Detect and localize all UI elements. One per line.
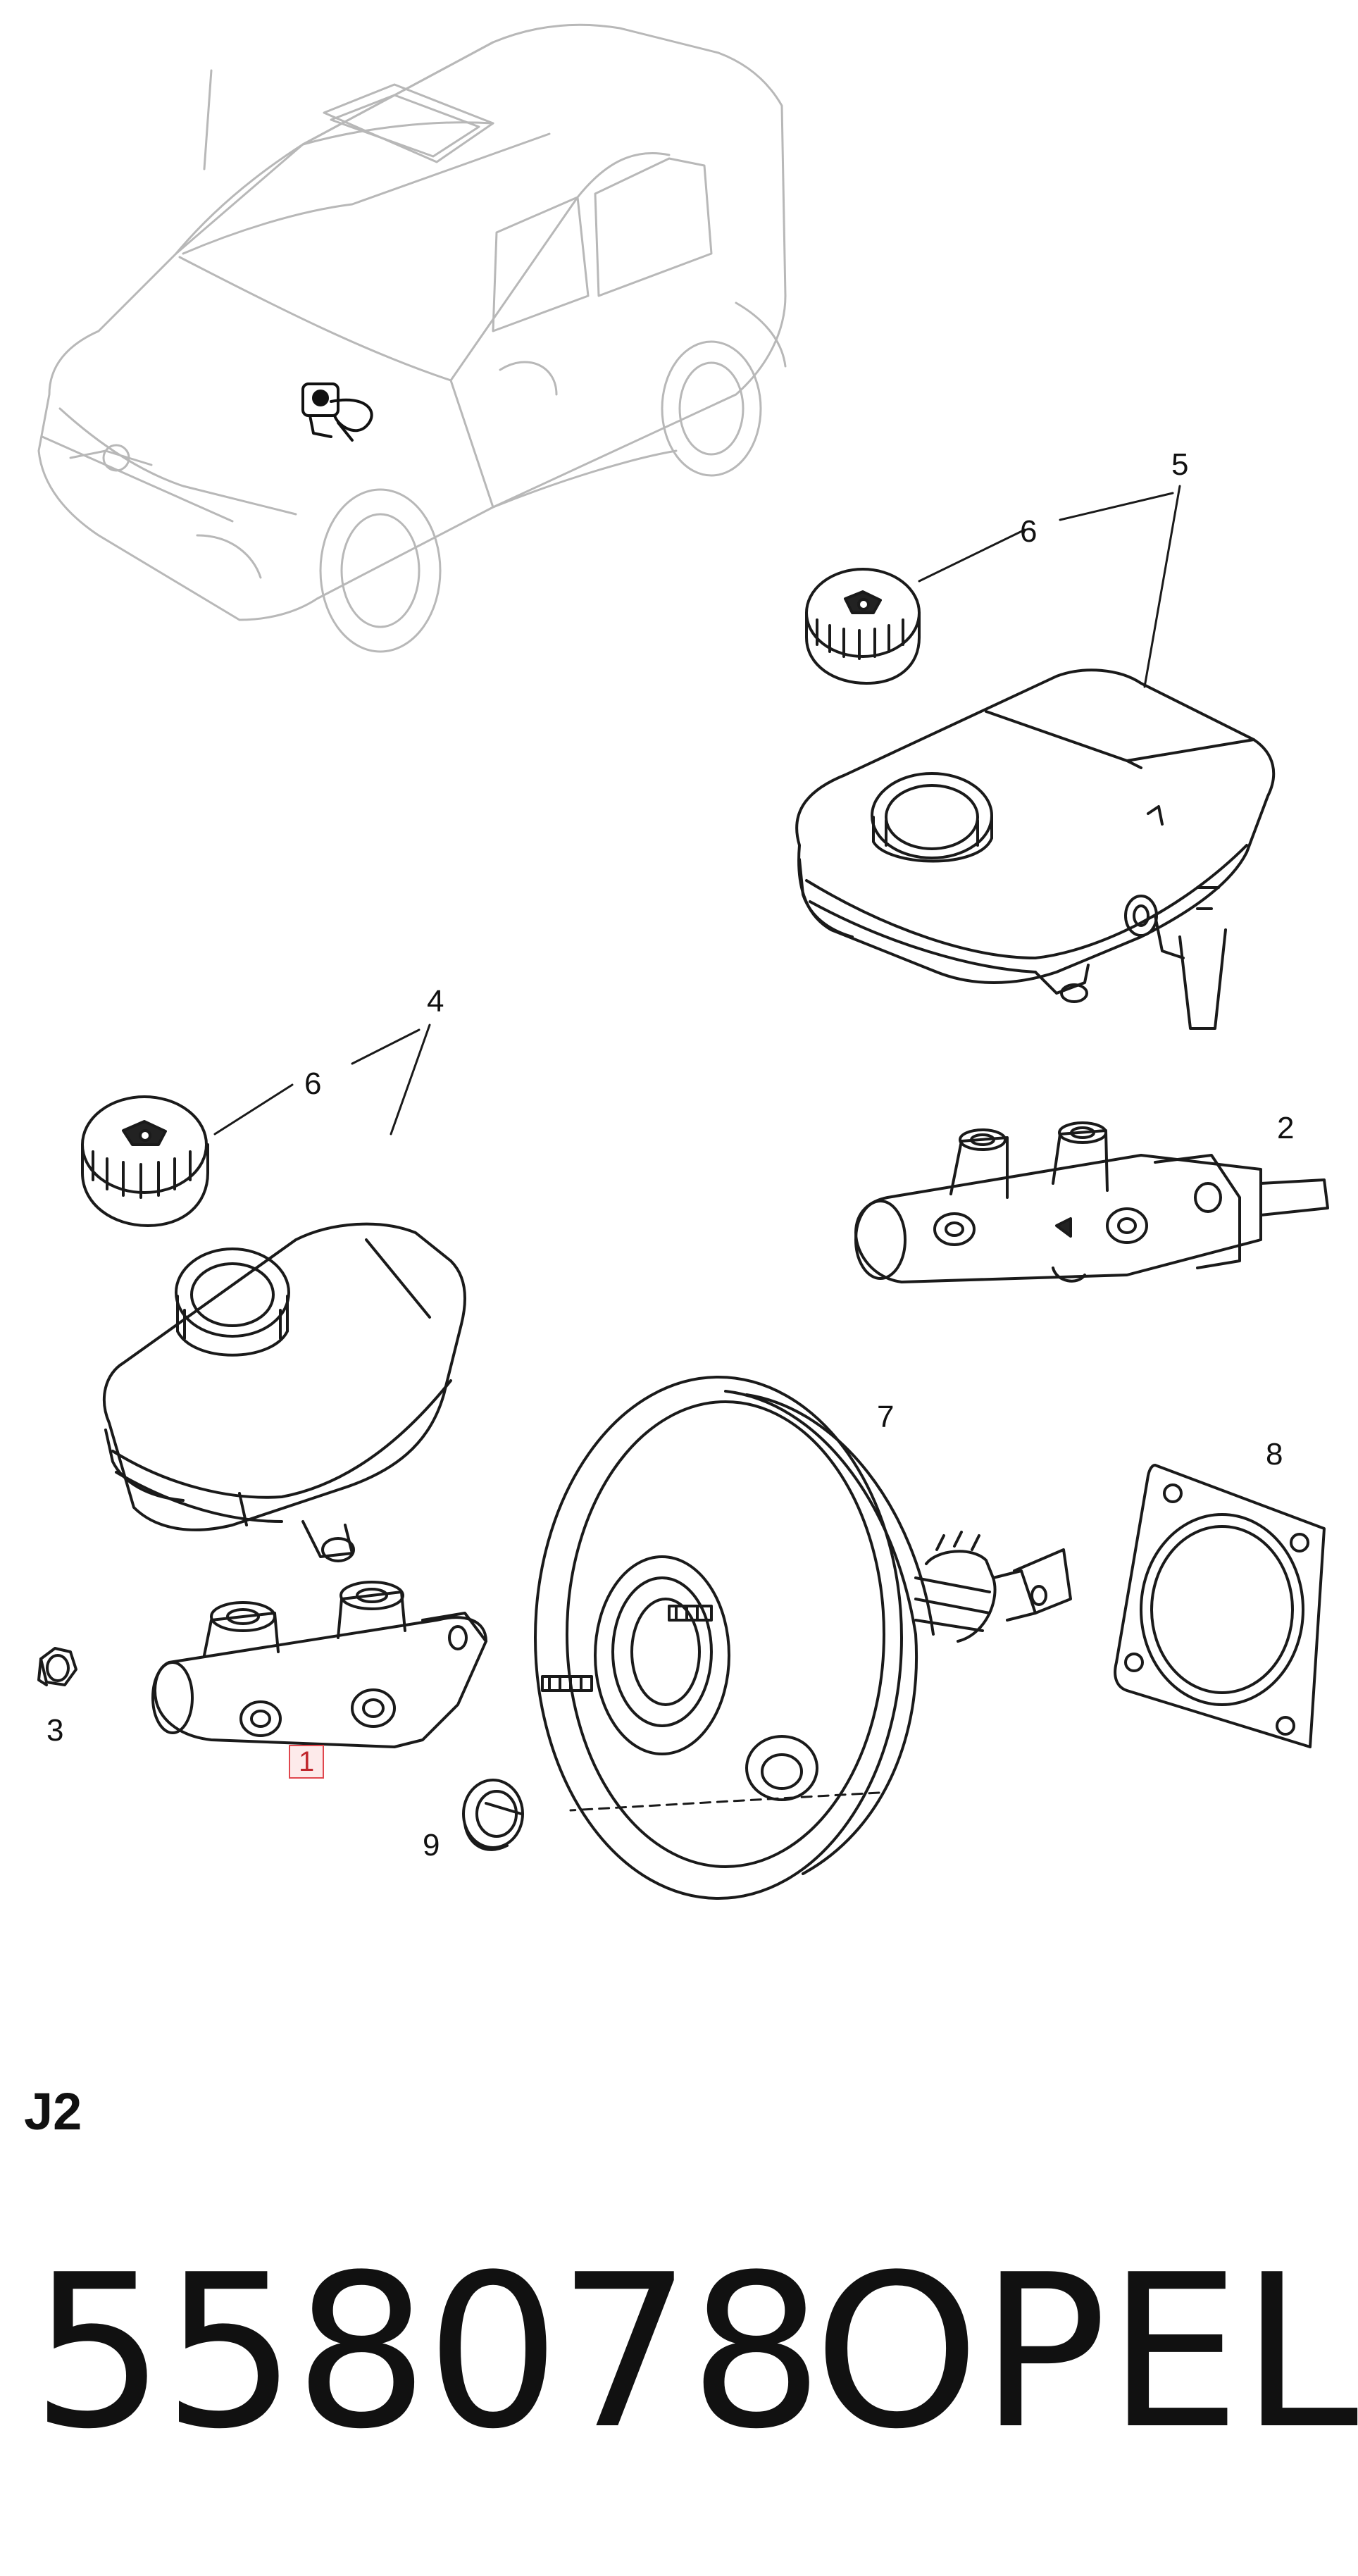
- brake-master-cylinder-large: [854, 1121, 1329, 1283]
- callout-1-highlighted[interactable]: 1: [289, 1745, 325, 1779]
- section-code: J2: [24, 2082, 82, 2141]
- brake-fluid-reservoir-upper: [795, 668, 1276, 1030]
- callout-9[interactable]: 9: [423, 1828, 440, 1862]
- leader-lines: [213, 485, 1181, 1812]
- booster-gasket: [1114, 1464, 1326, 1748]
- callout-7[interactable]: 7: [877, 1400, 895, 1434]
- callout-3[interactable]: 3: [46, 1713, 64, 1748]
- callout-6-lower[interactable]: 6: [304, 1066, 322, 1101]
- seal-grommet: [462, 1779, 524, 1851]
- location-marker-icon: [301, 382, 373, 442]
- reservoir-cap-upper: [805, 568, 921, 685]
- callout-6-upper[interactable]: 6: [1020, 514, 1038, 549]
- brake-fluid-reservoir-lower: [103, 1222, 466, 1562]
- vehicle-overview: [37, 23, 787, 653]
- callout-5[interactable]: 5: [1171, 447, 1189, 482]
- callout-4[interactable]: 4: [427, 984, 444, 1019]
- parts-diagram: [37, 23, 1329, 1900]
- nut-part: [37, 1647, 77, 1686]
- brand-name: OPEL: [814, 2229, 1358, 2475]
- brake-booster: [534, 1376, 1072, 1900]
- callout-8[interactable]: 8: [1266, 1437, 1283, 1471]
- callout-2[interactable]: 2: [1277, 1111, 1295, 1145]
- brake-master-cylinder: [151, 1581, 487, 1748]
- reservoir-cap-lower: [81, 1095, 209, 1227]
- part-number: 558078: [31, 2229, 823, 2475]
